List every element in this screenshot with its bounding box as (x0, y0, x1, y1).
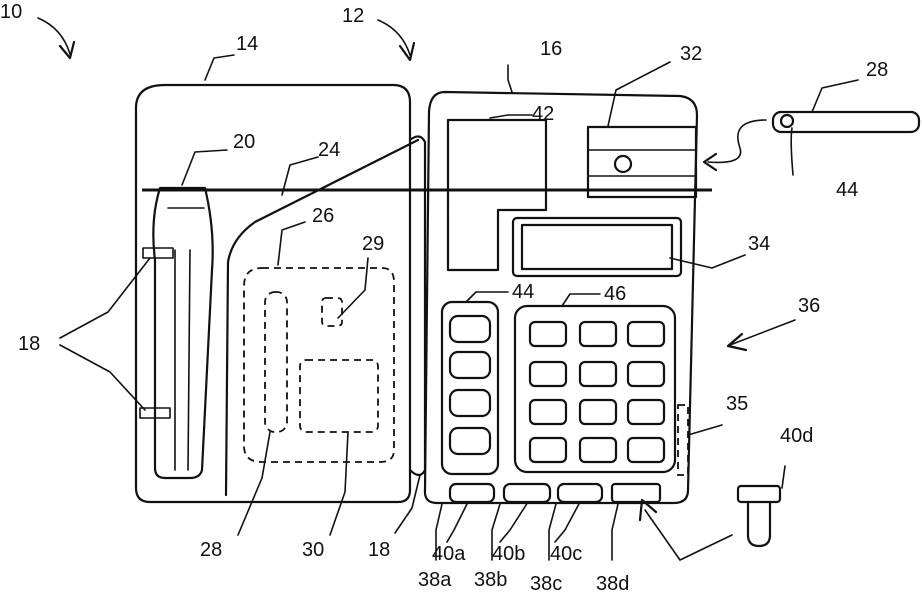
label-40b: 40b (492, 543, 525, 565)
bottom-button-40a (450, 484, 494, 502)
label-32: 32 (680, 43, 702, 65)
card-hole-44 (781, 115, 793, 127)
left-housing-outline (136, 85, 410, 502)
label-40a: 40a (432, 543, 466, 565)
handset-side2 (188, 250, 190, 470)
label-16: 16 (540, 38, 562, 60)
label-38b: 38b (474, 569, 507, 591)
bottom-button-40b (504, 484, 550, 502)
slot-32-hole (615, 156, 631, 172)
label-26: 26 (312, 205, 334, 227)
arrow-12 (378, 20, 410, 55)
bottom-button-40c (558, 484, 602, 502)
label-24: 24 (318, 139, 340, 161)
cap-40d-body (748, 502, 770, 546)
label-30: 30 (302, 539, 324, 561)
label-38d: 38d (596, 573, 629, 595)
label-42: 42 (532, 103, 554, 125)
label-14: 14 (236, 33, 258, 55)
arrow-36 (730, 320, 795, 345)
right-housing-outline (425, 92, 697, 503)
keypad-keys (530, 322, 664, 462)
bottom-button-40d-slot (612, 484, 660, 502)
label-35: 35 (726, 393, 748, 415)
label-34: 34 (748, 233, 770, 255)
display-inner (522, 225, 672, 269)
dashed-slot-29 (322, 298, 342, 326)
label-38c: 38c (530, 573, 562, 595)
arrow-10 (38, 18, 70, 54)
hinge-strip (410, 136, 425, 475)
label-18-left: 18 (18, 333, 40, 355)
function-key-3 (450, 390, 490, 416)
cap-arrow (645, 510, 732, 560)
label-28-top: 28 (866, 59, 888, 81)
label-10: 10 (0, 1, 22, 23)
component-42 (448, 120, 546, 270)
label-40d: 40d (780, 425, 813, 447)
label-28-bottom: 28 (200, 539, 222, 561)
function-key-1 (450, 316, 490, 342)
label-29: 29 (362, 233, 384, 255)
dashed-slot-28 (265, 292, 287, 432)
function-key-2 (450, 352, 490, 378)
handset (153, 188, 212, 478)
label-46: 46 (604, 283, 626, 305)
cap-40d-head (738, 486, 780, 502)
dashed-slot-30 (300, 360, 378, 432)
side-port-35 (678, 405, 688, 475)
label-20: 20 (233, 131, 255, 153)
label-40c: 40c (550, 543, 582, 565)
label-36: 36 (798, 295, 820, 317)
label-44-right: 44 (836, 179, 858, 201)
display-outer (513, 218, 681, 276)
keypad-group (515, 306, 675, 472)
function-key-4 (450, 428, 490, 454)
label-12: 12 (342, 5, 364, 27)
card-28 (773, 112, 919, 132)
label-18-bottom: 18 (368, 539, 390, 561)
card-arrow (708, 120, 766, 162)
slot-32 (588, 127, 696, 197)
clip-upper (143, 248, 173, 258)
label-38a: 38a (418, 569, 452, 591)
label-44-mid: 44 (512, 281, 534, 303)
